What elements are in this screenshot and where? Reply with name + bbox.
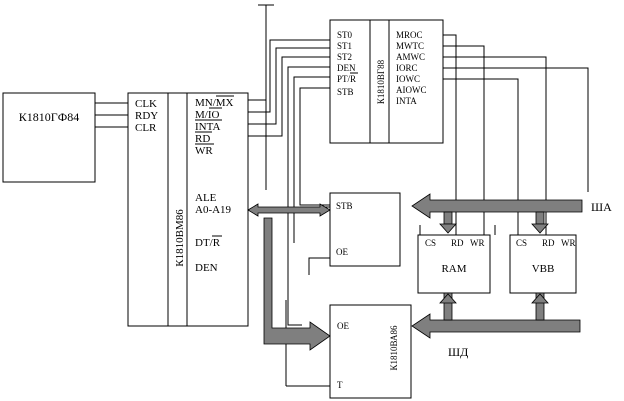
bc-pin-iorc: IORC (396, 63, 418, 73)
cpu-pin-wr: WR (195, 145, 213, 157)
bc-pin-st2: ST2 (337, 52, 352, 62)
bc-pin-amwc: AMWC (396, 52, 425, 62)
data-bus-label: ШД (448, 345, 468, 359)
vbb-pin-rd: RD (542, 238, 555, 248)
bc-pin-stb: STB (337, 87, 354, 97)
cpu-pin-den: DEN (195, 262, 218, 274)
ram-pin-wr: WR (470, 238, 485, 248)
cpu-pin-mio: M/IO (195, 109, 220, 121)
xcvr-label: К1810ВА86 (389, 325, 399, 370)
clock-generator: К1810ГФ84 (2, 92, 96, 183)
data-transceiver: OE T К1810ВА86 (329, 304, 412, 399)
cpu-latch-arrow (247, 203, 331, 217)
bc-pin-aiowc: AIOWC (396, 85, 427, 95)
bc-pin-st1: ST1 (337, 41, 352, 51)
ram-chip: CS RD WR RAM (417, 234, 491, 294)
cpu-label: К1810ВМ86 (174, 209, 186, 267)
clock-generator-label: К1810ГФ84 (19, 110, 79, 124)
cpu-pin-clk: CLK (135, 98, 157, 110)
cpu-pin-clr: CLR (135, 122, 157, 134)
bc-pin-inta: INTA (396, 96, 417, 106)
bc-pin-mwtc: MWTC (396, 41, 424, 51)
bc-pin-ptr: PT/R (337, 74, 356, 84)
bus-controller-label: К1810ВГ88 (376, 59, 386, 104)
ram-pin-cs: CS (425, 238, 436, 248)
latch-pin-oe: OE (336, 247, 348, 257)
cpu-pin-rd: RD (195, 133, 210, 145)
address-bus-arrow (411, 193, 583, 219)
data-bus-to-ram (443, 292, 453, 321)
vbb-label: VBB (532, 263, 555, 275)
bc-pin-den: DEN (337, 63, 356, 73)
bc-pin-mroc: MROC (396, 30, 423, 40)
cpu-chip: CLK RDY CLR К1810ВМ86 MN/MX M/IO INTA RD… (127, 92, 249, 327)
cpu-pin-ale: ALE (195, 192, 217, 204)
data-bus-arrow (411, 313, 581, 339)
cpu-pin-inta: INTA (195, 121, 220, 133)
bc-pin-iowc: IOWC (396, 74, 420, 84)
address-bus-label: ША (591, 200, 612, 214)
vbb-chip: CS RD WR VBB (509, 234, 577, 294)
ram-label: RAM (441, 263, 466, 275)
bc-pin-st0: ST0 (337, 30, 353, 40)
cpu-pin-rdy: RDY (135, 110, 158, 122)
cpu-data-bus (263, 217, 331, 351)
data-bus-to-vbb (535, 292, 545, 321)
addr-bus-to-vbb (535, 211, 545, 225)
cpu-pin-mnmx: MN/MX (195, 97, 234, 109)
xcvr-pin-t: T (337, 380, 343, 390)
latch-pin-stb: STB (336, 201, 353, 211)
addr-bus-to-ram (443, 211, 453, 225)
bus-controller-chip: ST0 ST1 ST2 DEN PT/R STB К1810ВГ88 MROC … (329, 19, 444, 144)
vbb-pin-cs: CS (516, 238, 527, 248)
vbb-pin-wr: WR (561, 238, 576, 248)
cpu-pin-addr: A0-A19 (195, 204, 232, 216)
ram-pin-rd: RD (451, 238, 464, 248)
address-latch: STB OE (329, 192, 401, 267)
xcvr-pin-oe: OE (337, 321, 349, 331)
cpu-pin-dtr: DT/R (195, 237, 221, 249)
